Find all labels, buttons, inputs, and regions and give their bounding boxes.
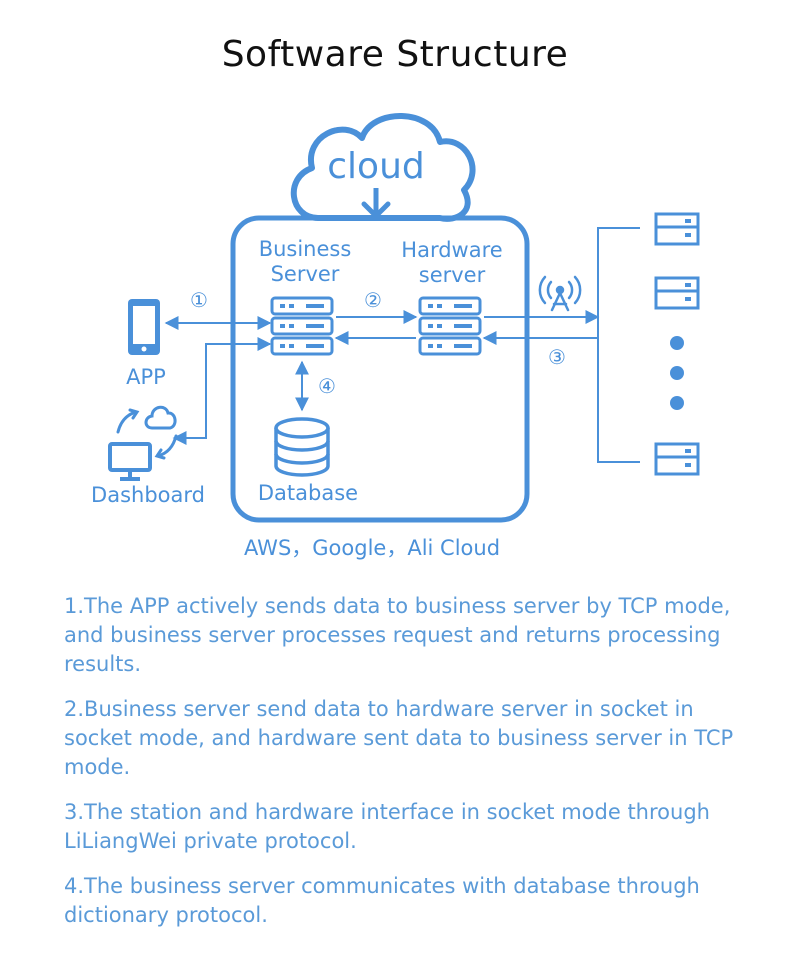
hardware-server-label-line2: server — [419, 263, 486, 287]
cloud-label: cloud — [327, 146, 425, 187]
station-bracket — [597, 227, 640, 463]
step-marker-4: ④ — [318, 374, 336, 398]
arrow-dashboard-business — [172, 337, 272, 445]
ellipsis-dots — [670, 336, 684, 410]
station-device-icon-3 — [654, 442, 700, 476]
notes-list: 1.The APP actively sends data to busines… — [64, 592, 754, 946]
note-1: 1.The APP actively sends data to busines… — [64, 594, 731, 676]
dashboard-icon — [108, 442, 152, 481]
note-4: 4.The business server communicates with … — [64, 874, 700, 927]
database-label: Database — [258, 481, 358, 505]
business-server-label-line1: Business — [259, 237, 352, 261]
business-server-label-line2: Server — [271, 262, 340, 286]
phone-icon — [128, 299, 160, 355]
hardware-server-label-line1: Hardware — [401, 238, 502, 262]
page-title: Software Structure — [221, 34, 569, 75]
step-marker-1: ① — [190, 288, 208, 312]
antenna-icon — [538, 275, 582, 312]
note-3: 3.The station and hardware interface in … — [64, 800, 710, 853]
station-device-icon-2 — [654, 276, 700, 310]
step-marker-2: ② — [364, 288, 382, 312]
dashboard-label: Dashboard — [91, 483, 205, 507]
hardware-server-icon — [418, 296, 482, 356]
cloud-providers-label: AWS，Google，Ali Cloud — [244, 536, 500, 560]
station-device-icon-1 — [654, 212, 700, 246]
architecture-diagram: cloud Business Server Hardware server — [91, 113, 700, 560]
note-2: 2.Business server send data to hardware … — [64, 697, 734, 779]
database-icon — [274, 417, 330, 477]
cloud-icon — [290, 113, 476, 222]
app-label: APP — [126, 365, 166, 389]
small-cloud-icon — [144, 405, 177, 430]
step-marker-3: ③ — [548, 345, 566, 369]
business-server-icon — [270, 296, 334, 356]
